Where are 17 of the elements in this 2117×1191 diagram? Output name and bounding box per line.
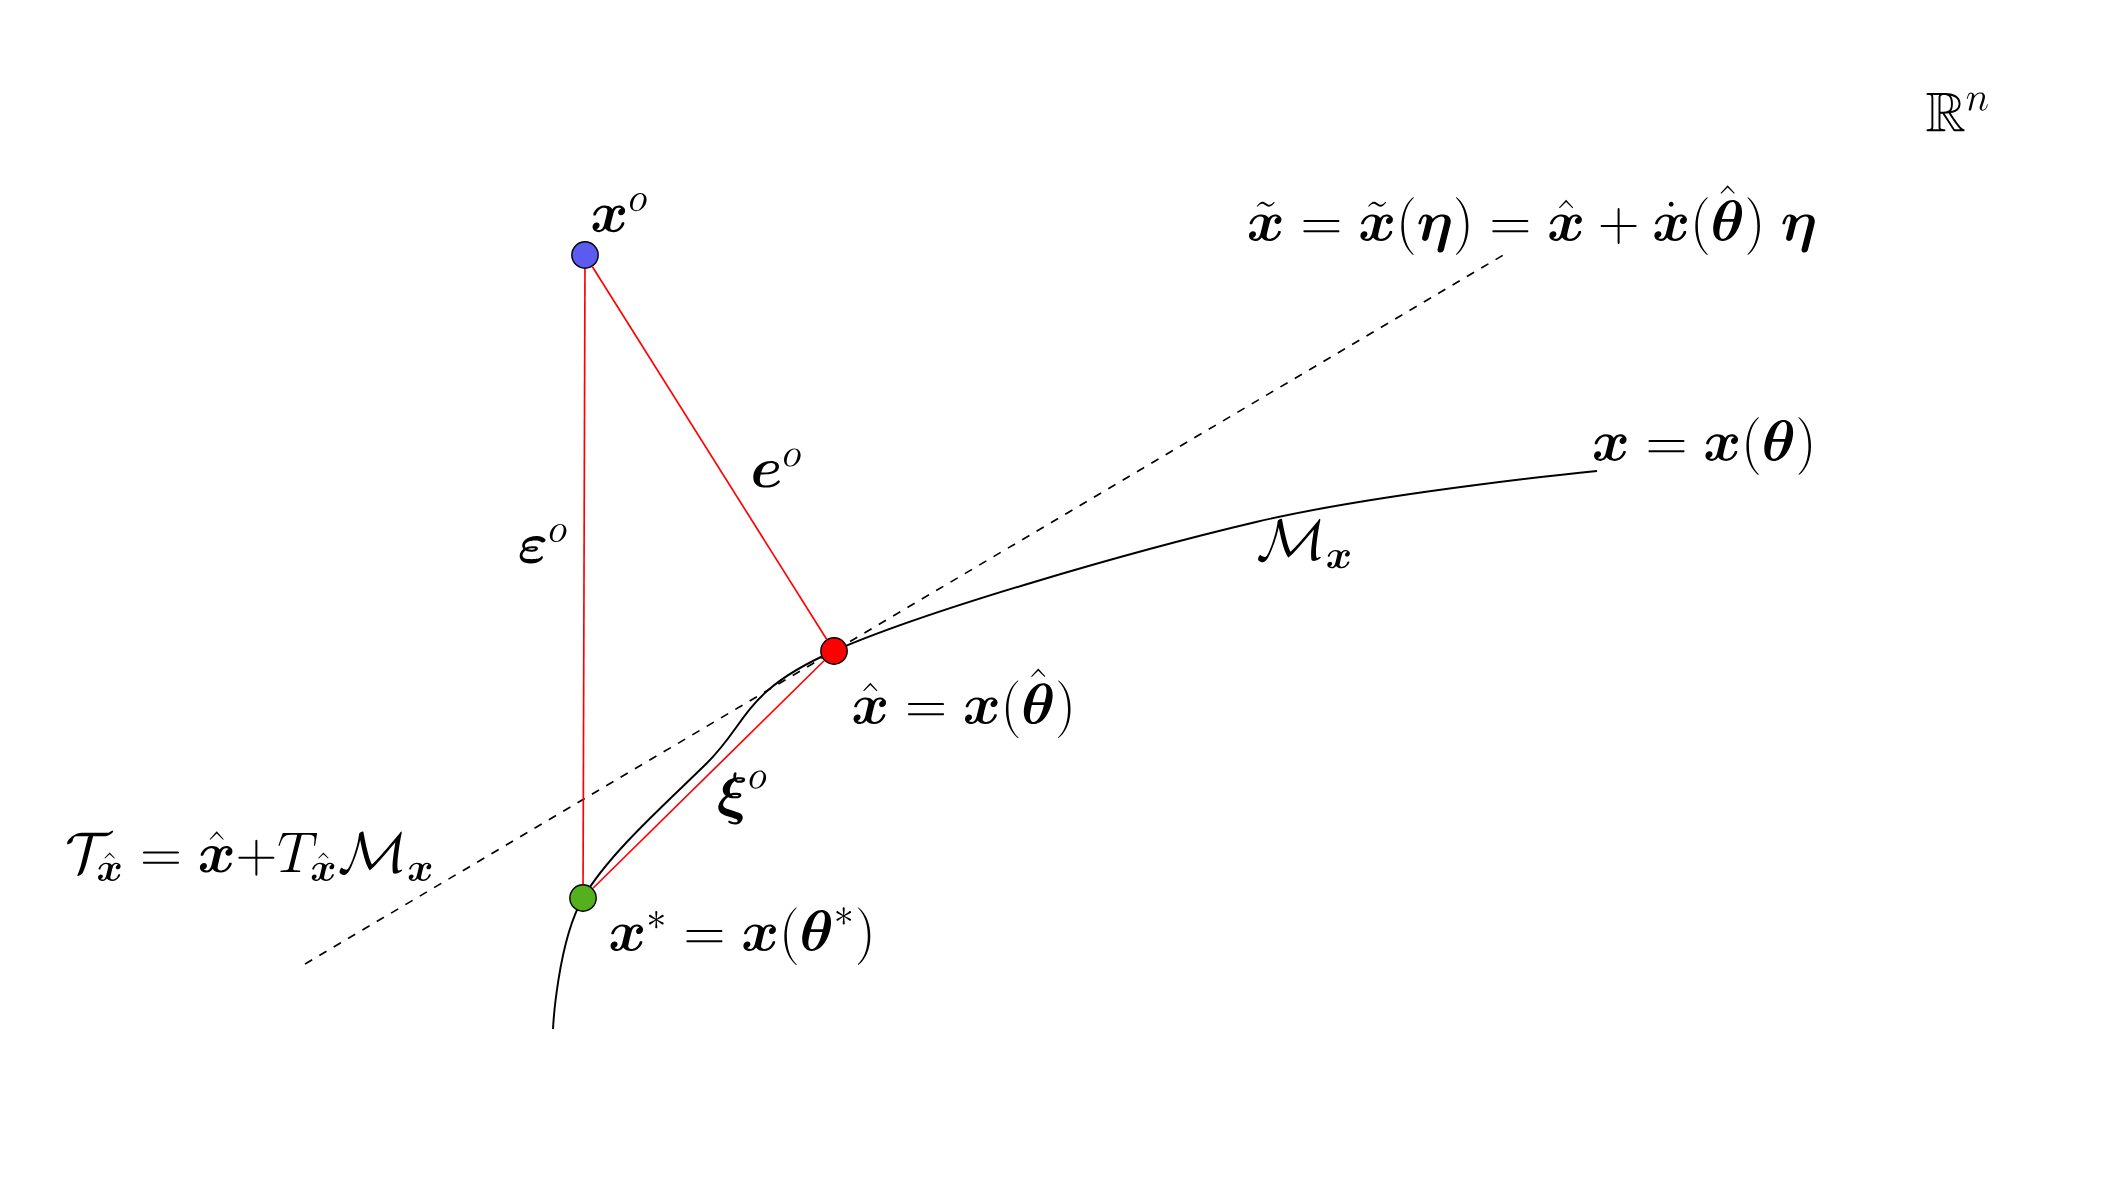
edge-label: $\boldsymbol{e}^o$: [753, 448, 801, 488]
point-label: $\boldsymbol{x}^o$: [592, 193, 647, 233]
formula-label: $\mathcal{M}_{\boldsymbol{x}}$: [1258, 518, 1350, 569]
point-marker: [820, 637, 848, 665]
connector-line: [592, 659, 825, 890]
formula-label: $\mathcal{T}_{\hat{\boldsymbol{x}}} = \hat{\boldsymbol{x}}{+}T_{\hat{\boldsymbol{x}}}\mathcal{M}_{\boldsymbol{x}}$: [67, 830, 432, 882]
formula-label: $\boldsymbol{x} = \boldsymbol{x}(\boldsymbol{\theta})$: [1594, 417, 1811, 475]
point-label: $\hat{\boldsymbol{x}} = \boldsymbol{x}(\hat{\boldsymbol{\theta}})$: [853, 668, 1071, 738]
connector-line: [582, 268, 586, 885]
formula-label: $\tilde{\boldsymbol{x}} = \tilde{\boldsymbol{x}}(\boldsymbol{\eta}) = \hat{\boldsymbol{x}} + \dot{\boldsymbol{x}}(\hat{\boldsymbol{\theta}})\ \boldsymbol{\eta}$: [1248, 185, 1815, 255]
edge-label: $\boldsymbol{\xi}^o$: [718, 770, 767, 825]
connector-line: [591, 265, 828, 641]
point-marker: [571, 241, 599, 269]
point-label: $\boldsymbol{x}^* = \boldsymbol{x}(\boldsymbol{\theta}^*)$: [610, 907, 871, 965]
formula-label: $\mathbb{R}^n$: [1926, 92, 1988, 132]
edge-label: $\boldsymbol{\varepsilon}^o$: [519, 524, 567, 564]
point-marker: [569, 884, 597, 912]
